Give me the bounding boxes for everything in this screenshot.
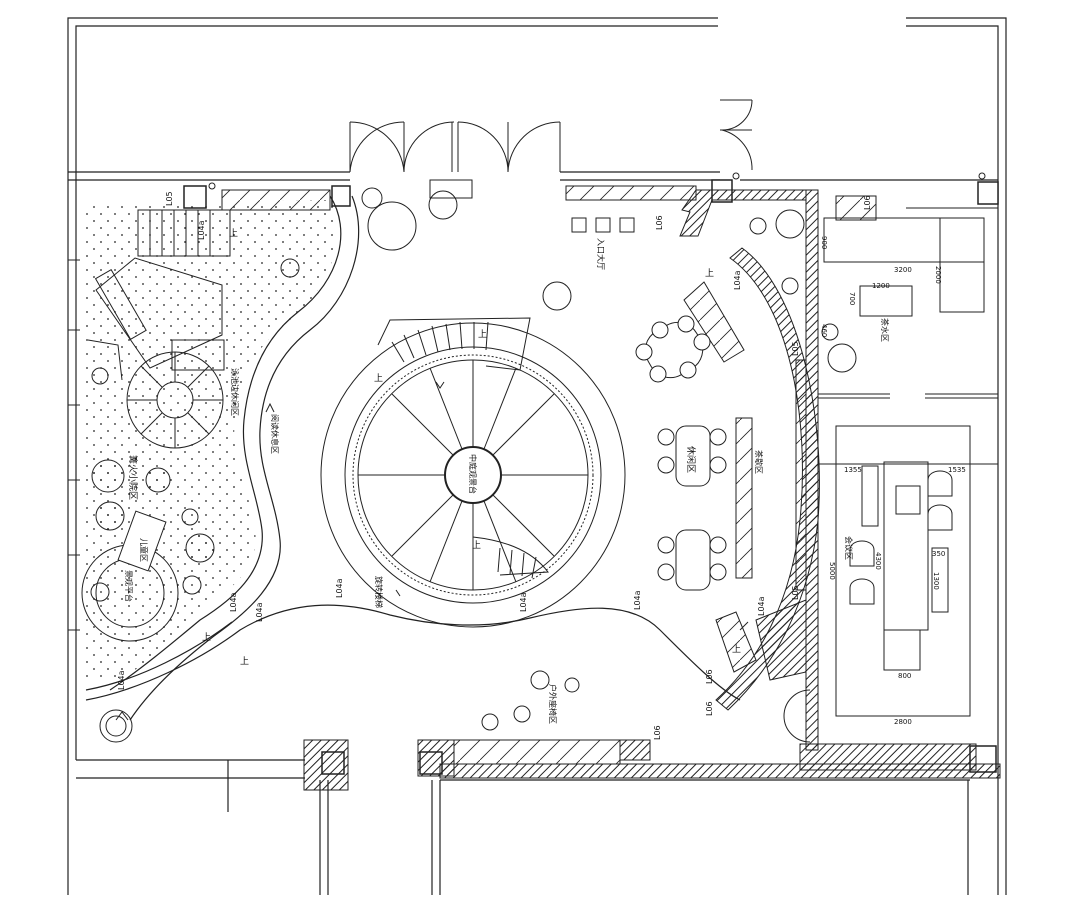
level-l05-3: L05 <box>791 341 800 356</box>
level-l06-4: L06 <box>705 701 714 716</box>
level-l06-2: L06 <box>863 195 872 210</box>
level-l06-3: L06 <box>705 669 714 684</box>
area-labels: 篝火小院区 景观平台 儿童区 阅读休息区 泳池边休闲区 中庭观景台 旋转楼梯 休… <box>124 238 890 724</box>
court-stair-treads <box>391 321 537 579</box>
direction-arrows <box>115 381 749 721</box>
right-room-meeting <box>783 425 998 743</box>
dim-2000: 2000 <box>934 266 942 284</box>
level-mark-labels: L05 L06 L06 L04a L04a L04a L04a L04a L04… <box>117 191 872 740</box>
dim-1355: 1355 <box>844 466 862 474</box>
up-marker-5: 上 <box>240 656 249 667</box>
level-l04a-5: L04a <box>633 590 642 610</box>
label-tea-room: 茶水区 <box>880 318 890 342</box>
dim-800: 800 <box>898 672 911 680</box>
level-l04a-1: L04a <box>229 592 238 612</box>
level-l04a-9: L04a <box>757 596 766 616</box>
up-marker-8: 上 <box>202 632 211 643</box>
column-dots <box>208 172 986 190</box>
level-l06-5: L06 <box>653 725 662 740</box>
lower-right-hatched <box>755 599 807 681</box>
dim-1300: 1300 <box>932 572 940 590</box>
label-kids: 儿童区 <box>139 538 149 562</box>
dim-4300: 4300 <box>874 552 882 570</box>
label-lounge: 休闲区 <box>685 446 697 473</box>
corner-hatched-wall <box>679 189 807 237</box>
label-central-court: 中庭观景台 <box>468 454 478 494</box>
garden-curve-inner <box>109 195 342 691</box>
right-hatched-wall <box>805 189 819 751</box>
level-l04a-6: L04a <box>117 670 126 690</box>
level-l04a-3: L04a <box>335 578 344 598</box>
dim-1200: 1200 <box>872 282 890 290</box>
label-stair: 旋转楼梯 <box>374 576 384 608</box>
label-meeting: 会议区 <box>844 536 854 560</box>
up-marker-1: 上 <box>229 228 238 239</box>
stair-up-markers: 上 上 上 上 上 上 上 上 <box>202 228 741 667</box>
label-outdoor-seats: 户外座椅区 <box>548 684 558 724</box>
dim-5000: 5000 <box>828 562 836 580</box>
display-shelves <box>683 281 807 673</box>
spiral-stair <box>126 339 225 449</box>
level-l04a-2: L04a <box>255 602 264 622</box>
garden-stair <box>94 209 231 369</box>
dim-1535: 1535 <box>948 466 966 474</box>
entrance-doors <box>349 99 753 173</box>
label-viewing-deck: 景观平台 <box>124 570 134 602</box>
dim-700: 700 <box>848 292 856 305</box>
dim-2800: 2800 <box>894 718 912 726</box>
label-pool-side: 泳池边休闲区 <box>230 368 240 416</box>
up-marker-3: 上 <box>478 329 487 340</box>
top-cabinets <box>221 185 697 765</box>
up-marker-6: 上 <box>705 268 714 279</box>
outer-walls <box>67 17 1007 895</box>
up-marker-2: 上 <box>374 373 383 384</box>
bottom-wall <box>303 739 1001 791</box>
dim-900: 900 <box>820 236 828 249</box>
lounge-furniture <box>481 209 805 731</box>
dim-460: 460 <box>820 324 828 337</box>
level-l04a-4: L04a <box>519 592 528 612</box>
level-l05-2: L05 <box>791 585 800 600</box>
dim-350: 350 <box>932 550 945 558</box>
label-table-area: 茶歇区 <box>754 450 764 474</box>
dim-3200: 3200 <box>894 266 912 274</box>
garden-curve-outer <box>129 195 360 721</box>
level-l05-1: L05 <box>165 191 174 206</box>
left-wall-ticks <box>68 259 80 631</box>
dimension-labels: 3200 2000 900 1200 700 1355 1535 5000 35… <box>820 236 966 726</box>
level-l06-1: L06 <box>655 215 664 230</box>
right-room-upper <box>818 195 998 399</box>
garden-plants <box>81 258 300 743</box>
up-marker-4: 上 <box>472 540 481 551</box>
garden-path-lower-2 <box>85 621 233 691</box>
label-entrance-hall: 入口大厅 <box>596 238 606 270</box>
up-marker-7: 上 <box>732 644 741 655</box>
label-reading: 阅读休息区 <box>270 414 280 454</box>
label-fire-pit: 篝火小院区 <box>127 455 139 500</box>
entrance-features <box>361 179 635 311</box>
level-l04a-7: L04a <box>733 270 742 290</box>
level-l04a-8: L04a <box>197 220 206 240</box>
